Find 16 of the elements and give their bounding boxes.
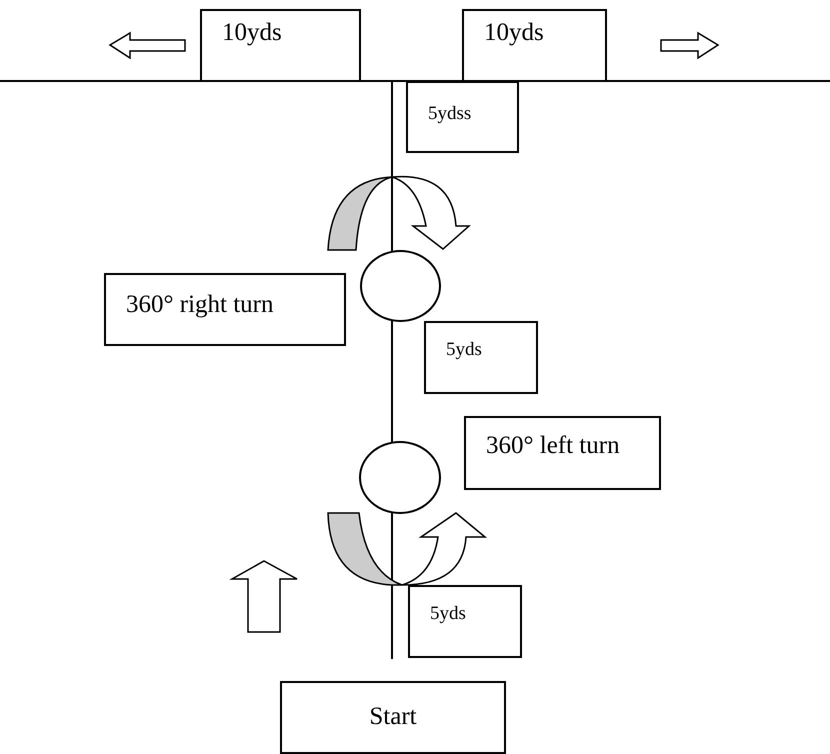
label-box [462,9,607,82]
box-label: 5ydss [428,103,472,125]
label-box [464,416,661,490]
box-label: 5yds [430,603,466,625]
label-box [424,321,538,394]
label-box [408,585,522,658]
label-box [104,273,346,346]
label-box [280,681,506,754]
label-box [406,81,519,153]
box-label: Start [368,703,418,731]
box-label: 360° left turn [486,432,620,460]
box-label: 10yds [484,19,544,47]
box-label: 10yds [222,19,282,47]
box-label: 5yds [446,339,482,361]
box-label: 360° right turn [126,291,274,319]
label-box [200,9,361,82]
